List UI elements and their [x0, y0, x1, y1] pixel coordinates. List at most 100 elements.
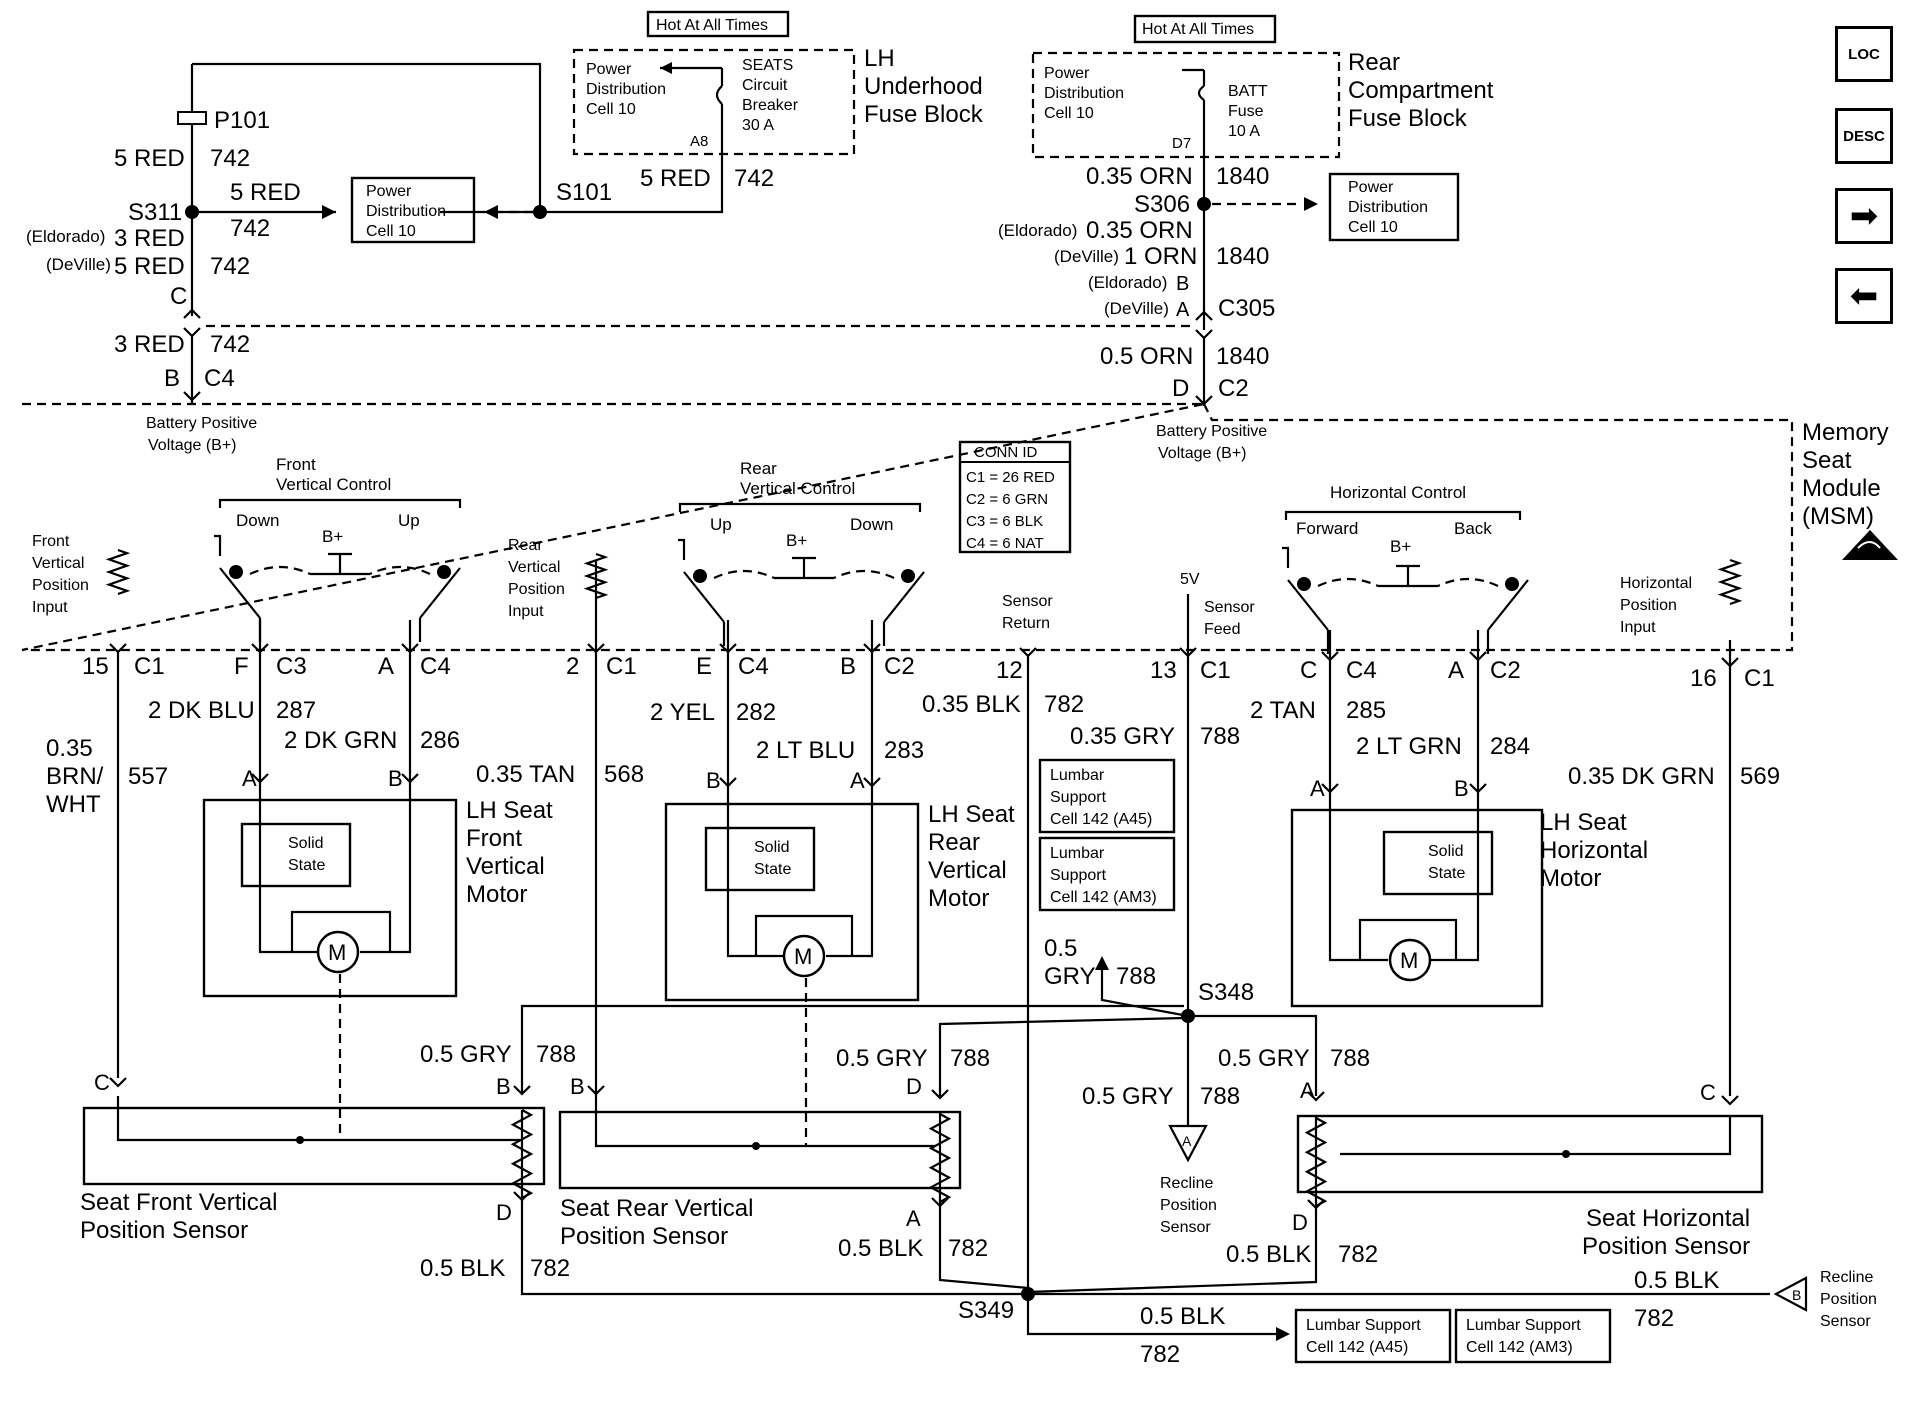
loc-button[interactable]: LOC	[1835, 26, 1893, 82]
circuit-284: 284	[1490, 733, 1530, 760]
rear-motor-m: M	[794, 944, 812, 969]
wire-2dkgrn: 2 DK GRN	[284, 727, 397, 754]
deville-left: (DeVille)	[46, 255, 111, 274]
front-switch-leads	[258, 618, 422, 642]
pin-16: 16	[1690, 665, 1717, 692]
circuit-287: 287	[276, 697, 316, 724]
next-button[interactable]: ➡	[1835, 188, 1893, 244]
connector-tick-5	[863, 643, 881, 654]
connector-tick-23	[513, 1191, 531, 1202]
circuit-282: 282	[736, 699, 776, 726]
wire-05gry-recline: 0.5 GRY	[1082, 1083, 1174, 1110]
deville-pin-a: (DeVille)	[1104, 299, 1169, 318]
pin-c-c4: C4	[1346, 657, 1377, 684]
circuit-569: 569	[1740, 763, 1780, 790]
front-ground-left	[214, 534, 222, 556]
rear-up-label: Up	[710, 515, 732, 534]
pin-labels: 15 C1 F C3 A C4 2 C1 E C4 B C2 12 13 C1 …	[82, 653, 1775, 692]
circuit-788-recline: 788	[1200, 1083, 1240, 1110]
connector-tick-22	[1721, 1095, 1739, 1106]
connector-tick-7	[1179, 647, 1197, 658]
horiz-linkage	[1317, 577, 1499, 587]
pin-12: 12	[996, 657, 1023, 684]
d7-pin-label: D7	[1172, 135, 1191, 152]
circuit-557: 557	[128, 763, 168, 790]
rear-switch-pair	[678, 538, 925, 646]
deville-right: (DeVille)	[1054, 247, 1119, 266]
connector-tick-3	[587, 643, 605, 654]
pin-a-c2: C2	[1490, 657, 1521, 684]
five-v-label: 5V	[1180, 571, 1200, 588]
wire-5red-deville: 5 RED	[114, 253, 185, 280]
circuit-742-top: 742	[210, 145, 250, 172]
front-ground-icon-left	[229, 565, 243, 579]
front-up-label: Up	[398, 511, 420, 530]
horiz-motor-pin-a: A	[1310, 776, 1325, 801]
connector-tick-13	[719, 777, 737, 788]
wire-035gry: 0.35 GRY	[1070, 723, 1175, 750]
horiz-sensor-resistor	[1304, 1117, 1328, 1207]
rear-motor-pin-a: A	[850, 768, 865, 793]
component-pin-letters: A B B A A B C B B D A C D A D	[94, 766, 1716, 1235]
circuit-788-front: 788	[536, 1041, 576, 1068]
front-down-label: Down	[236, 511, 279, 530]
s311-splice-label: S311	[128, 199, 182, 226]
connector-tick-0	[109, 643, 127, 654]
wire-2ltgrn: 2 LT GRN	[1356, 733, 1462, 760]
prev-button[interactable]: ⬅	[1835, 268, 1893, 324]
s348-splice-label: S348	[1198, 979, 1254, 1006]
horiz-position-input-resistor	[1717, 558, 1743, 606]
horiz-ground-icon-left	[1297, 577, 1311, 591]
esd-warning-icon	[1842, 530, 1898, 560]
desc-button-label: DESC	[1843, 127, 1885, 145]
pin-f: F	[234, 653, 249, 680]
horiz-sensor-pin-a: A	[1300, 1078, 1315, 1103]
circuit-742-lower: 742	[210, 331, 250, 358]
horiz-sensor-pin-d: D	[1292, 1210, 1308, 1235]
pin-15-c1: C1	[134, 653, 165, 680]
pin-b-c2: C2	[884, 653, 915, 680]
circuit-782-lumbar: 782	[1140, 1341, 1180, 1368]
wire-05blk-rear: 0.5 BLK	[838, 1235, 923, 1262]
recline-ref-a-letter: A	[1182, 1133, 1192, 1149]
front-motor-m: M	[328, 940, 346, 965]
front-ground-icon-right	[437, 565, 451, 579]
front-contact-left	[219, 567, 261, 619]
horiz-switch-leads	[1326, 630, 1490, 654]
desc-button[interactable]: DESC	[1835, 108, 1893, 164]
connector-tick-21	[1307, 1091, 1325, 1102]
rear-sensor-pin-a: A	[906, 1206, 921, 1231]
horiz-contact-left	[1287, 579, 1329, 631]
s306-splice-label: S306	[1134, 191, 1190, 218]
rear-sensor-pin-b: B	[570, 1074, 585, 1099]
wire-2dkblu: 2 DK BLU	[148, 697, 255, 724]
connector-tick-10	[1721, 657, 1739, 668]
c305-connector-label: C305	[1218, 295, 1275, 322]
connector-tick-25	[1307, 1199, 1325, 1210]
circuit-782-rear: 782	[948, 1235, 988, 1262]
pin-a-c4: C4	[420, 653, 451, 680]
front-bplus-bus	[310, 552, 370, 576]
hot-at-all-times-label-1: Hot At All Times	[656, 17, 768, 34]
circuit-788-top: 788	[1200, 723, 1240, 750]
